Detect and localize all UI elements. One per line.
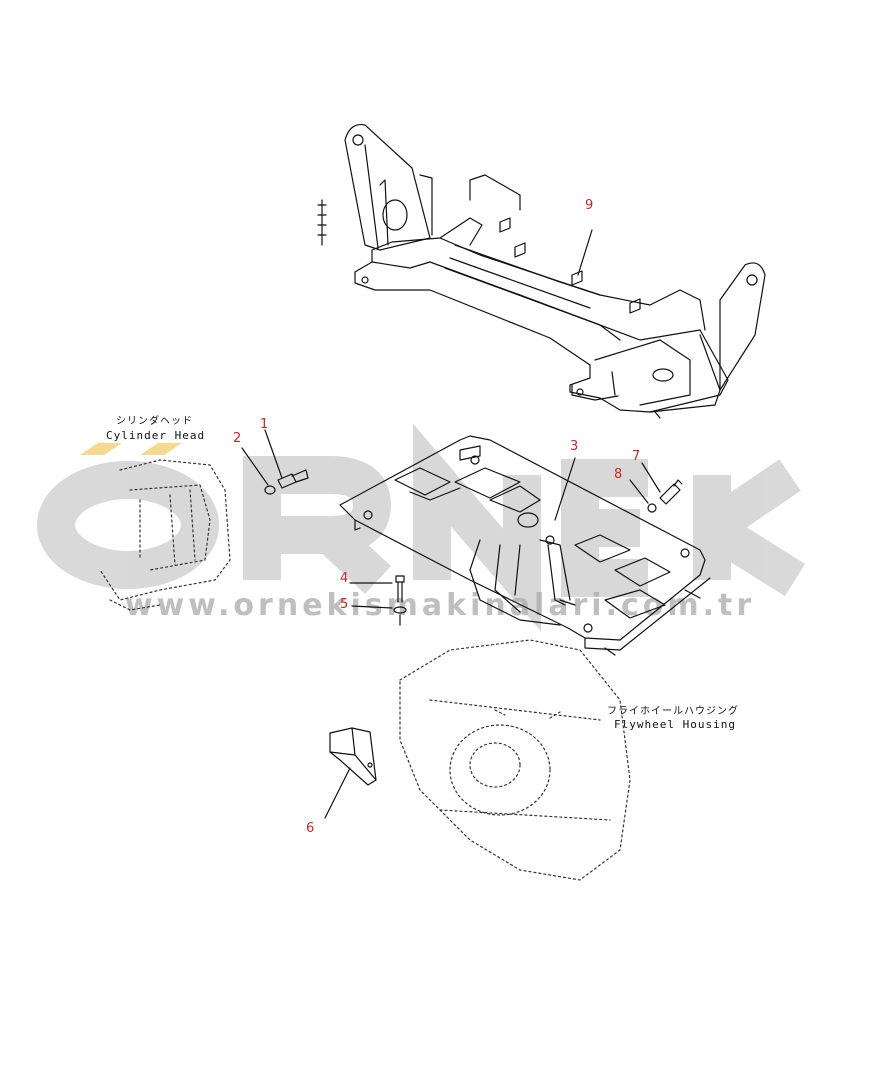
callout-2: 2 [233, 431, 242, 446]
callout-5: 5 [340, 597, 349, 612]
cylinder-head-label-jp: シリンダヘッド [116, 416, 193, 427]
callout-7: 7 [632, 449, 641, 464]
callout-6: 6 [306, 821, 315, 836]
flywheel-housing-sketch [399, 639, 631, 881]
part-1-2-bolt-washer [241, 429, 309, 495]
callout-1: 1 [260, 417, 269, 432]
callout-3: 3 [570, 439, 579, 454]
flywheel-housing-label-en: Flywheel Housing [614, 718, 736, 731]
cylinder-head-sketch [99, 459, 231, 611]
part-9-bracket [317, 123, 766, 419]
part-7-8-bolt-washer [629, 462, 683, 513]
flywheel-housing-label-jp: フライホイールハウジング [607, 706, 739, 717]
callout-9: 9 [585, 198, 594, 213]
cylinder-head-label-en: Cylinder Head [106, 429, 206, 442]
part-4-5-bolt-washer [349, 575, 407, 626]
callout-4: 4 [340, 571, 349, 586]
part-6-cover [324, 727, 377, 819]
callout-8: 8 [614, 467, 623, 482]
part-3-plate [339, 435, 711, 656]
